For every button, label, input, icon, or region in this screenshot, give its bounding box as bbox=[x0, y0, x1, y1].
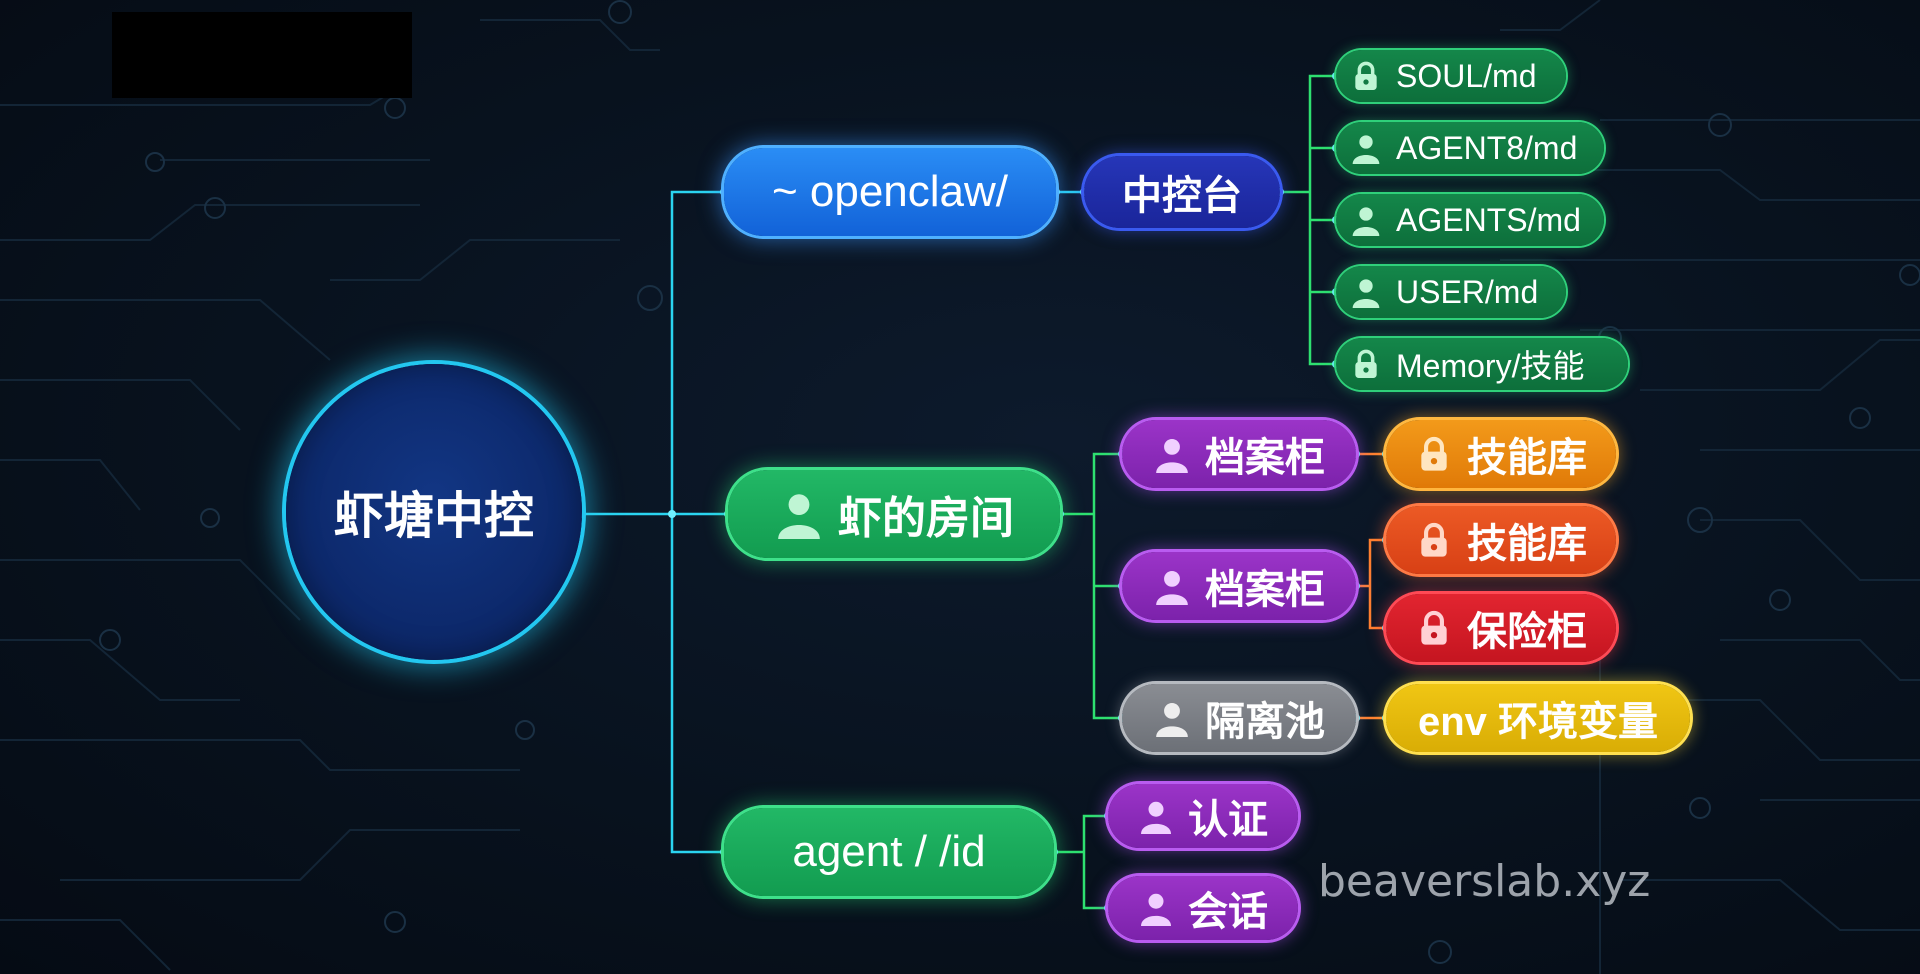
file-memory-skills-label: Memory/技能 bbox=[1396, 348, 1585, 384]
hub-label: 虾塘中控 bbox=[334, 488, 534, 544]
branch-openclaw-label: ~ openclaw/ bbox=[771, 167, 1009, 216]
user-icon bbox=[1350, 132, 1382, 164]
env-variables-label: env 环境变量 bbox=[1417, 700, 1659, 744]
user-icon bbox=[1350, 276, 1382, 308]
user-icon bbox=[774, 489, 824, 539]
hub-node: 虾塘中控 bbox=[286, 364, 582, 660]
env-variables[interactable]: env 环境变量 bbox=[1386, 684, 1690, 752]
file-memory-skills[interactable]: Memory/技能 bbox=[1336, 338, 1628, 390]
user-icon bbox=[1138, 890, 1174, 926]
user-icon bbox=[1153, 567, 1191, 605]
safe-box-label: 保险柜 bbox=[1467, 610, 1587, 654]
archive-cabinet-2[interactable]: 档案柜 bbox=[1122, 552, 1356, 620]
lock-icon bbox=[1415, 435, 1453, 473]
file-agent8-md[interactable]: AGENT8/md bbox=[1336, 122, 1604, 174]
session-node[interactable]: 会话 bbox=[1108, 876, 1298, 940]
user-icon bbox=[1138, 798, 1174, 834]
branch-agent-id[interactable]: agent / /id bbox=[724, 808, 1054, 896]
file-soul-md-label: SOUL/md bbox=[1396, 57, 1537, 94]
auth-node[interactable]: 认证 bbox=[1108, 784, 1298, 848]
branch-agent-id-label: agent / /id bbox=[792, 827, 986, 876]
file-user-md[interactable]: USER/md bbox=[1336, 266, 1566, 318]
lock-icon bbox=[1350, 60, 1382, 92]
watermark: beaverslab.xyz bbox=[1318, 856, 1651, 907]
session-label: 会话 bbox=[1188, 890, 1268, 934]
archive-cabinet-1[interactable]: 档案柜 bbox=[1122, 420, 1356, 488]
isolation-pool-label: 隔离池 bbox=[1205, 700, 1325, 744]
auth-label: 认证 bbox=[1188, 798, 1268, 842]
skill-library-1-label: 技能库 bbox=[1467, 436, 1587, 480]
file-soul-md[interactable]: SOUL/md bbox=[1336, 50, 1566, 102]
lock-icon bbox=[1415, 609, 1453, 647]
skill-library-2-label: 技能库 bbox=[1467, 522, 1587, 566]
branch-shrimp-room-label: 虾的房间 bbox=[838, 494, 1014, 543]
control-console-node[interactable]: 中控台 bbox=[1084, 156, 1280, 228]
archive-cabinet-2-label: 档案柜 bbox=[1205, 568, 1325, 612]
control-console-label: 中控台 bbox=[1122, 174, 1242, 218]
file-agents-md[interactable]: AGENTS/md bbox=[1336, 194, 1604, 246]
isolation-pool[interactable]: 隔离池 bbox=[1122, 684, 1356, 752]
file-user-md-label: USER/md bbox=[1396, 273, 1539, 310]
redaction-block bbox=[112, 12, 412, 98]
skill-library-1[interactable]: 技能库 bbox=[1386, 420, 1616, 488]
user-icon bbox=[1350, 204, 1382, 236]
lock-icon bbox=[1415, 521, 1453, 559]
branch-openclaw[interactable]: ~ openclaw/ bbox=[724, 148, 1056, 236]
archive-cabinet-1-label: 档案柜 bbox=[1205, 436, 1325, 480]
file-agent8-md-label: AGENT8/md bbox=[1396, 129, 1578, 166]
user-icon bbox=[1153, 699, 1191, 737]
skill-library-2[interactable]: 技能库 bbox=[1386, 506, 1616, 574]
user-icon bbox=[1153, 435, 1191, 473]
lock-icon bbox=[1350, 348, 1382, 380]
branch-shrimp-room[interactable]: 虾的房间 bbox=[728, 470, 1060, 558]
file-agents-md-label: AGENTS/md bbox=[1396, 201, 1581, 238]
safe-box[interactable]: 保险柜 bbox=[1386, 594, 1616, 662]
